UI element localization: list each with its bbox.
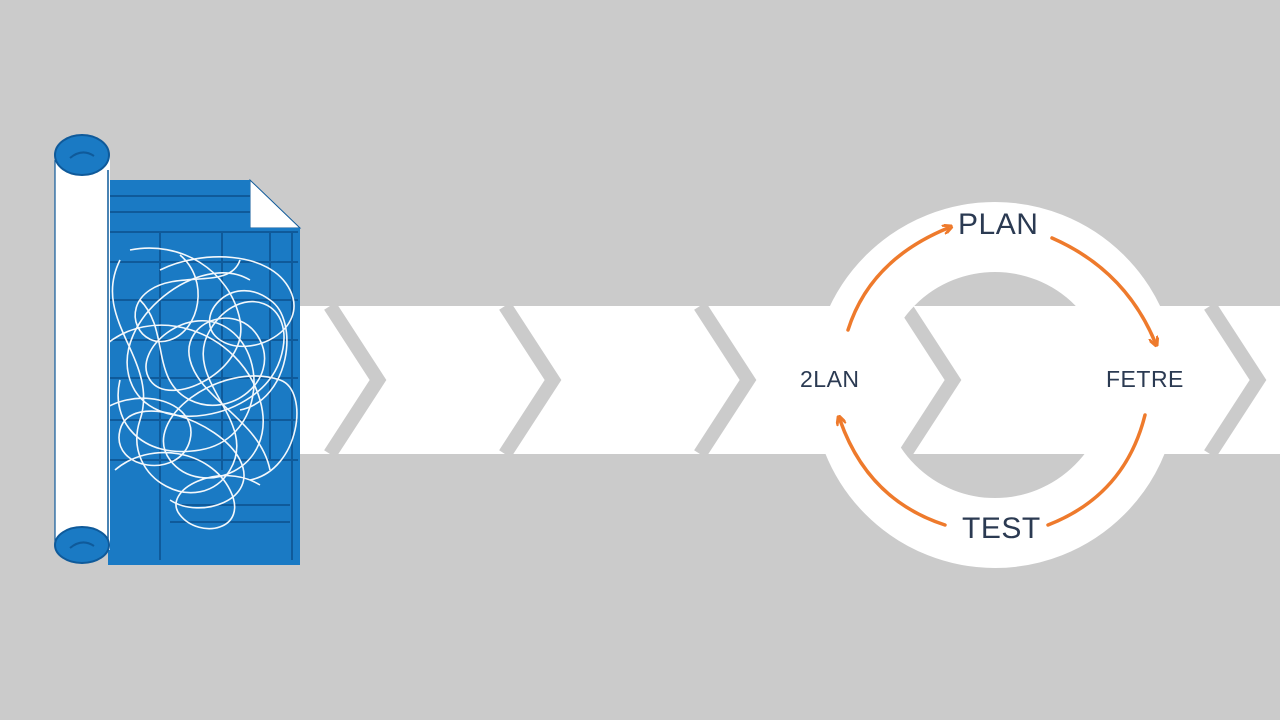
chevron-1	[324, 302, 387, 458]
arrow-bottom-to-left	[840, 420, 947, 527]
chevron-4	[899, 302, 962, 458]
circular-arrows-icon	[840, 228, 1155, 527]
ring-shape	[812, 202, 1178, 568]
tangled-blueprint-scroll-icon	[54, 134, 302, 565]
cycle-label-right: FETRE	[1106, 366, 1184, 392]
cycle-label-top: PLAN	[958, 208, 1039, 241]
cycle-ring	[812, 202, 1178, 568]
scroll-bottom-cap	[54, 526, 110, 564]
folded-corner	[249, 178, 302, 229]
scroll-top-cap	[54, 134, 110, 176]
blueprint-sheet	[108, 180, 300, 565]
cycle-label-bottom: TEST	[962, 512, 1041, 545]
scroll-roll	[55, 155, 110, 550]
chevron-2	[499, 302, 562, 458]
chevron-3	[694, 302, 757, 458]
cycle-label-left: 2LAN	[800, 366, 860, 392]
arrow-left-to-top	[846, 228, 948, 332]
arrow-right-to-bottom	[1046, 413, 1147, 527]
chevron-5	[1204, 302, 1267, 458]
tangle-lines	[89, 247, 298, 530]
arrow-top-to-right	[1050, 236, 1155, 342]
